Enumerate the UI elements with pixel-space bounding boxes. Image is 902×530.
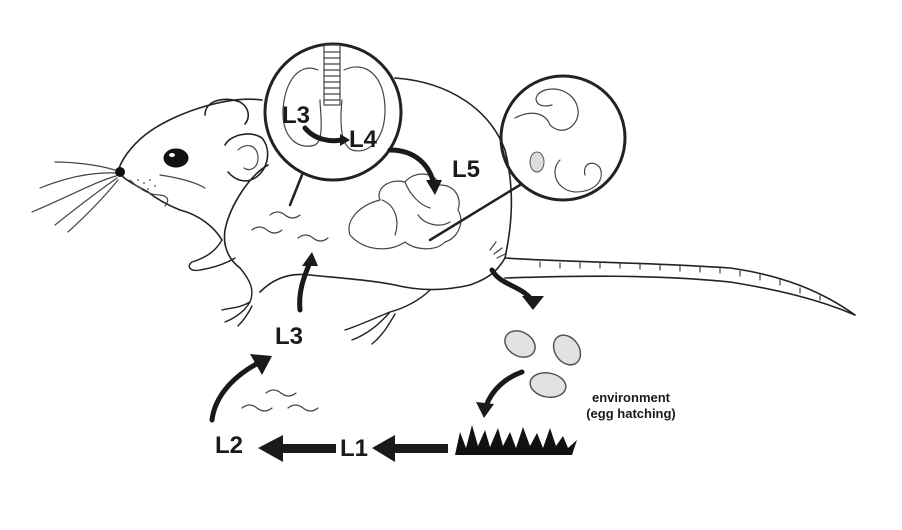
egg-in-inset xyxy=(529,151,545,173)
rat-nose xyxy=(115,167,125,177)
larvae-in-body xyxy=(251,211,329,242)
arrow-skin-entry xyxy=(297,252,318,313)
egg xyxy=(529,372,567,398)
arrow-l2-to-l3 xyxy=(209,354,272,423)
whiskers xyxy=(31,161,206,233)
intestine-inset xyxy=(428,74,627,242)
rat-tail xyxy=(504,257,856,316)
label-l4-lungs: L4 xyxy=(349,126,378,153)
grass-icon xyxy=(455,425,577,455)
label-l5-intestine: L5 xyxy=(452,156,481,183)
arrow-feces-drop xyxy=(489,267,544,310)
environment-line2: (egg hatching) xyxy=(586,406,676,421)
label-environment: environment (egg hatching) xyxy=(572,390,690,422)
arrow-lungs-to-intestine xyxy=(387,147,442,195)
lungs-inset xyxy=(263,42,403,207)
intestines-drawing xyxy=(348,173,462,250)
egg xyxy=(552,334,582,366)
egg xyxy=(504,330,536,358)
label-l3-lungs: L3 xyxy=(282,102,311,129)
label-l2: L2 xyxy=(215,432,244,459)
arrow-l1-to-l2 xyxy=(258,435,336,462)
label-l1: L1 xyxy=(340,435,369,462)
label-l3-ground: L3 xyxy=(275,323,304,350)
larvae-on-ground xyxy=(241,389,319,412)
arrow-eggs-to-ground xyxy=(476,369,525,418)
rat-body xyxy=(31,77,513,345)
rat-eye xyxy=(163,148,189,168)
eggs-group xyxy=(504,330,582,398)
environment-line1: environment xyxy=(591,390,670,405)
arrow-l3-to-l4 xyxy=(302,125,350,146)
arrow-grass-to-l1 xyxy=(372,435,448,462)
